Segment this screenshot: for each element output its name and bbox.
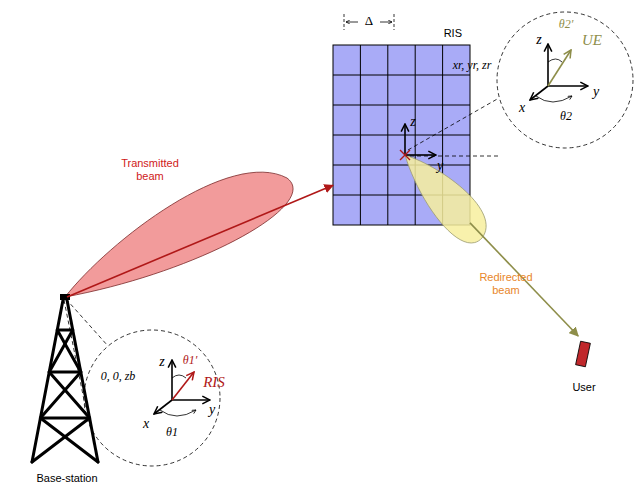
angle-arc: [536, 96, 572, 102]
base-station-node: Base-station: [18, 297, 116, 487]
ue-inset: [497, 12, 633, 148]
angle-arc: [172, 375, 186, 378]
node-label: Base-station: [36, 472, 97, 485]
axis-label: x: [519, 101, 525, 115]
user-node: User: [558, 336, 610, 394]
axis-label: y: [593, 85, 599, 99]
ris-cell-line: [333, 165, 470, 166]
inset-leader: [408, 98, 500, 156]
redirected-lobe: [405, 155, 486, 243]
delta-dimension: [344, 14, 394, 30]
angle-label: θ2: [560, 110, 572, 122]
user-device: [576, 341, 591, 367]
axis-label: z: [159, 355, 164, 369]
ue-direction: [548, 50, 571, 86]
beam-arrow: [67, 185, 333, 297]
axis-label: z: [410, 115, 415, 129]
angle-label: θ2′: [559, 18, 574, 30]
node-label: User: [572, 381, 595, 394]
angle-label: θ1: [166, 426, 178, 438]
ue-label: UE: [582, 33, 602, 48]
coordinate-label: xr, yr, zr: [453, 59, 492, 71]
axis-label: x: [143, 417, 149, 431]
beam-label: Redirected beam: [467, 271, 545, 297]
tower: [32, 294, 98, 462]
angle-arc: [160, 410, 196, 416]
axis-label: z: [536, 33, 541, 47]
ue-axes: [530, 44, 588, 100]
axis-label: y: [437, 159, 443, 173]
axis-label: y: [209, 403, 215, 417]
ris-center-mark: [400, 150, 410, 160]
ris-direction: [172, 372, 194, 400]
angle-arc: [548, 59, 562, 62]
ris-cell-line: [333, 75, 470, 76]
transmitted-lobe: [65, 172, 293, 297]
ris-node: RIS: [333, 27, 470, 225]
ris-cell-line: [333, 105, 470, 106]
angle-label: θ1′: [183, 354, 198, 366]
ris-cell-line: [333, 135, 470, 136]
ris-direction-label: RIS: [203, 375, 225, 390]
bs-inset: [84, 330, 220, 466]
dimension-label: Δ: [365, 14, 373, 27]
coordinate-label: 0, 0, zb: [101, 370, 136, 382]
beam-label: Transmitted beam: [111, 157, 189, 183]
node-label: RIS: [444, 27, 462, 40]
